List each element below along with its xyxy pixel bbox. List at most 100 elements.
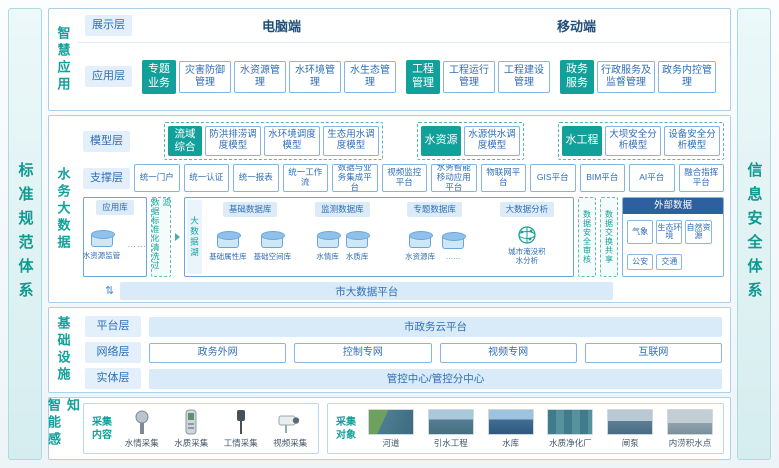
app-item: 工程运行管理 bbox=[443, 60, 495, 93]
water-quality-meter-icon bbox=[185, 409, 197, 435]
network-layer-chip: 网络层 bbox=[85, 342, 141, 363]
section-infrastructure: 基础设施 平台层 市政务云平台 网络层 政务外网 控制专网 视频专网 互联网 实… bbox=[48, 307, 731, 393]
analysis-globe-icon bbox=[518, 226, 536, 244]
lake-group-header: 监测数据库 bbox=[315, 202, 370, 217]
security-system-label: 信息安全体系 bbox=[745, 162, 763, 306]
entity-layer-chip: 实体层 bbox=[85, 368, 141, 389]
model-item: 水源供水调度模型 bbox=[464, 126, 520, 156]
water-diversion-project-photo bbox=[427, 408, 474, 435]
section-title-column: 智能感知 bbox=[46, 398, 80, 459]
external-data-header: 外部数据 bbox=[623, 198, 723, 214]
support-item: 融合指挥平台 bbox=[678, 164, 724, 192]
external-data-item: 生态环境 bbox=[656, 219, 683, 244]
application-layer-row: 应用层 专题业务 灾害防御管理 水资源管理 水环境管理 水生态管理 工程管理 工… bbox=[77, 43, 730, 110]
standards-system-label: 标准规范体系 bbox=[16, 162, 34, 306]
database-cylinder-icon bbox=[442, 231, 467, 249]
analysis-item-label: 城市淹没积水分析 bbox=[508, 246, 546, 266]
app-group-header: 专题业务 bbox=[142, 59, 176, 94]
collection-object-item: 水库 bbox=[484, 408, 538, 449]
app-item: 工程建设管理 bbox=[498, 60, 550, 93]
collection-item-name: 工情采集 bbox=[223, 438, 258, 448]
app-item: 水环境管理 bbox=[289, 60, 341, 93]
support-item: 统一认证 bbox=[183, 164, 229, 192]
object-item-name: 内涝积水点 bbox=[668, 437, 712, 448]
external-data-box: 外部数据 气象 生态环境 自然资源 公安 交通 bbox=[622, 197, 724, 277]
collection-content-item: 工情采集 bbox=[219, 408, 263, 449]
external-data-item: 交通 bbox=[656, 253, 683, 270]
support-item: 水务智能移动应用平台 bbox=[431, 164, 477, 192]
collection-content-item: 水情采集 bbox=[120, 408, 164, 449]
section-water-big-data: 水务大数据 模型层 流域综合 防洪排涝调度模型 水环境调度模型 生态用水调度模型… bbox=[48, 115, 731, 303]
model-group-water-engineering: 水工程 大坝安全分析模型 设备安全分析模型 bbox=[558, 122, 724, 160]
model-group-header: 水工程 bbox=[562, 126, 602, 156]
standards-system-band: 标准规范体系 bbox=[8, 8, 42, 460]
data-cleaning-filter-label: 数据标准化清洗过滤 bbox=[151, 198, 171, 270]
lake-group-thematic-db: 专题数据库 水资源库 …… bbox=[391, 200, 479, 274]
database-cylinder-icon bbox=[261, 230, 286, 248]
display-layer-row: 展示层 电脑端 移动端 bbox=[77, 9, 730, 43]
model-group-basin: 流域综合 防洪排涝调度模型 水环境调度模型 生态用水调度模型 bbox=[164, 122, 383, 160]
waterlogging-point-photo bbox=[667, 408, 714, 435]
object-item-name: 水库 bbox=[502, 437, 520, 448]
support-item: 数据与业务集成平台 bbox=[332, 164, 378, 192]
object-item-name: 水质净化厂 bbox=[549, 437, 592, 448]
section-smart-perception: 智能感知 采集内容 水情采集 bbox=[46, 397, 731, 460]
big-data-lake-box: 大数据湖 基础数据库 基础属性库 基础空间库 bbox=[184, 197, 574, 277]
support-layer-chip: 支撑层 bbox=[83, 167, 130, 189]
pc-zone-heading: 电脑端 bbox=[261, 19, 301, 34]
app-group-government-service: 政务服务 行政服务及监督管理 政务内控管理 bbox=[560, 59, 716, 94]
db-label: …… bbox=[445, 251, 461, 261]
collection-object-item: 引水工程 bbox=[424, 408, 478, 449]
external-data-item: 自然资源 bbox=[685, 219, 712, 244]
db-label: 基础空间库 bbox=[253, 251, 292, 261]
support-item: BIM平台 bbox=[579, 164, 625, 192]
lake-strip: 大数据湖 bbox=[187, 200, 202, 274]
collection-objects-box: 采集对象 河道 引水工程 水库 水质净化厂 bbox=[327, 403, 724, 454]
database-cylinder-icon bbox=[216, 230, 241, 248]
db-cylinder-item: 基础属性库 bbox=[209, 229, 247, 262]
collection-object-item: 内涝积水点 bbox=[663, 408, 717, 449]
database-cylinder-icon bbox=[316, 230, 341, 248]
model-group-water-resource: 水资源 水源供水调度模型 bbox=[417, 122, 524, 160]
db-cylinder-item: 基础空间库 bbox=[253, 229, 292, 262]
app-item: 政务内控管理 bbox=[658, 60, 716, 93]
support-item: GIS平台 bbox=[530, 164, 576, 192]
model-group-header: 水资源 bbox=[421, 126, 461, 156]
db-label: 水资源库 bbox=[405, 251, 436, 261]
object-item-name: 引水工程 bbox=[433, 437, 468, 448]
collection-item-name: 水质采集 bbox=[174, 438, 209, 448]
ellipsis: …… bbox=[127, 239, 148, 250]
support-item: 视频监控平台 bbox=[381, 164, 427, 192]
support-item: 统一报表 bbox=[233, 164, 279, 192]
application-db-header: 应用库 bbox=[96, 200, 134, 215]
data-platform-row: 应用库 水资源监管 …… 数据标准化清洗过滤 大数据湖 bbox=[83, 197, 724, 277]
data-exchange-share-label: 数据交换共享 bbox=[604, 210, 614, 264]
app-item: 水生态管理 bbox=[344, 60, 396, 93]
entity-layer-row: 实体层 管控中心/管控分中心 bbox=[85, 368, 722, 389]
app-item: 灾害防御管理 bbox=[179, 60, 231, 93]
app-group-header: 政务服务 bbox=[560, 59, 594, 94]
app-group-special-business: 专题业务 灾害防御管理 水资源管理 水环境管理 水生态管理 bbox=[142, 59, 396, 94]
database-cylinder-icon bbox=[90, 229, 115, 247]
object-item-name: 闸泵 bbox=[621, 437, 639, 448]
collection-object-item: 河道 bbox=[364, 408, 418, 449]
engineering-sensor-icon bbox=[236, 410, 245, 434]
data-exchange-share-strip: 数据交换共享 bbox=[600, 197, 618, 277]
infrastructure-title: 基础设施 bbox=[55, 316, 71, 384]
city-platform-row: ⇅ 市大数据平台 bbox=[83, 282, 724, 300]
model-item: 生态用水调度模型 bbox=[323, 126, 379, 156]
support-item: 统一工作流 bbox=[282, 164, 328, 192]
smart-perception-title: 智能感知 bbox=[46, 398, 80, 449]
city-big-data-platform-bar: 市大数据平台 bbox=[120, 282, 614, 300]
db-label: 水情库 bbox=[316, 251, 339, 261]
model-item: 大坝安全分析模型 bbox=[605, 126, 661, 156]
database-cylinder-icon bbox=[346, 230, 371, 248]
support-item: 物联网平台 bbox=[480, 164, 526, 192]
gate-pump-photo bbox=[607, 408, 654, 435]
lake-group-monitoring-db: 监测数据库 水情库 水质库 bbox=[298, 200, 386, 274]
data-security-review-strip: 数据安全审核 bbox=[578, 197, 596, 277]
section-title-column: 智慧应用 bbox=[49, 9, 77, 110]
reservoir-photo bbox=[487, 408, 534, 435]
app-item: 水资源管理 bbox=[234, 60, 286, 93]
db-cylinder-item: 水质库 bbox=[346, 229, 371, 262]
